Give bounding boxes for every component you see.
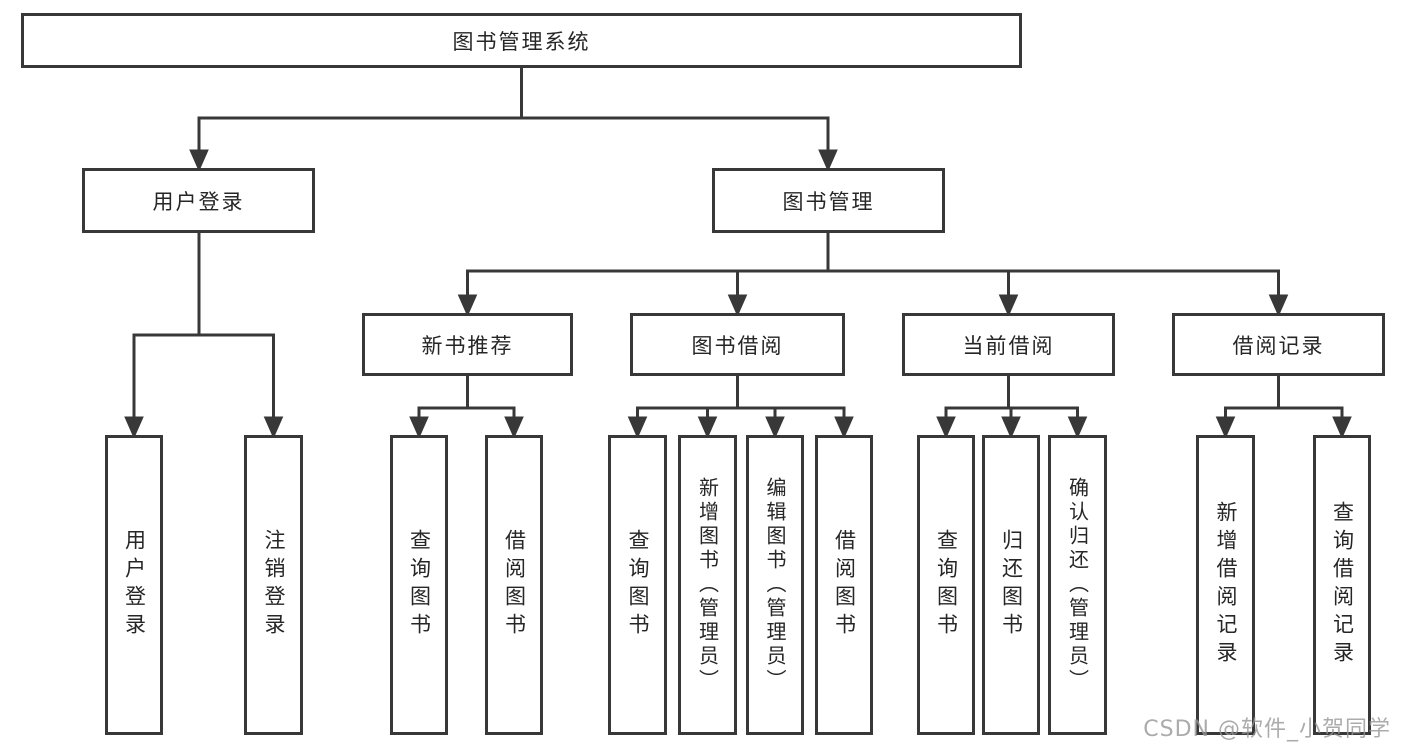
node-label: 借阅图书 <box>502 529 527 641</box>
node-borrowing-records: 借阅记录 <box>1172 313 1385 376</box>
node-label: 注销登录 <box>262 529 286 641</box>
node-label: 查询图书 <box>934 529 959 641</box>
node-label: 查询图书 <box>626 529 650 641</box>
node-label: 借阅记录 <box>1232 333 1325 358</box>
node-user-login-branch: 用户登录 <box>82 168 315 233</box>
node-label: 当前借阅 <box>962 333 1055 358</box>
node-label: 图书管理 <box>782 189 875 214</box>
node-label: 查询图书 <box>407 529 432 641</box>
node-label: 借阅图书 <box>832 529 857 641</box>
node-label: 新增借阅记录 <box>1214 501 1238 669</box>
leaf-borrow-books: 借阅图书 <box>485 435 543 735</box>
leaf-query-borrow-record: 查询借阅记录 <box>1313 435 1371 735</box>
node-label: 归还图书 <box>999 529 1024 641</box>
leaf-logout: 注销登录 <box>244 435 303 735</box>
node-system-root: 图书管理系统 <box>21 13 1022 68</box>
leaf-query-books: 查询图书 <box>917 435 975 735</box>
csdn-watermark: CSDN @软件_小贺同学 <box>1143 717 1391 742</box>
leaf-query-books: 查询图书 <box>390 435 448 735</box>
leaf-add-books-admin: 新增图书（管理员） <box>678 435 737 735</box>
leaf-query-books: 查询图书 <box>608 435 667 735</box>
node-new-book-recommend: 新书推荐 <box>362 313 573 376</box>
node-label: 查询借阅记录 <box>1330 501 1355 669</box>
leaf-return-books: 归还图书 <box>982 435 1040 735</box>
node-label: 图书借阅 <box>691 333 784 358</box>
node-label: 确认归还（管理员） <box>1065 477 1090 693</box>
node-label: 编辑图书（管理员） <box>763 477 787 693</box>
leaf-edit-books-admin: 编辑图书（管理员） <box>746 435 804 735</box>
leaf-borrow-books: 借阅图书 <box>815 435 873 735</box>
leaf-add-borrow-record: 新增借阅记录 <box>1196 435 1255 735</box>
node-book-borrowing: 图书借阅 <box>630 313 845 376</box>
node-label: 新增图书（管理员） <box>695 477 720 693</box>
leaf-user-login: 用户登录 <box>105 435 163 735</box>
leaf-confirm-return-admin: 确认归还（管理员） <box>1048 435 1107 735</box>
node-current-borrowing: 当前借阅 <box>902 313 1115 376</box>
node-label: 用户登录 <box>122 529 147 641</box>
node-label: 新书推荐 <box>421 333 514 358</box>
node-label: 用户登录 <box>152 189 245 214</box>
node-book-management-branch: 图书管理 <box>712 168 945 233</box>
node-label: 图书管理系统 <box>452 29 591 54</box>
